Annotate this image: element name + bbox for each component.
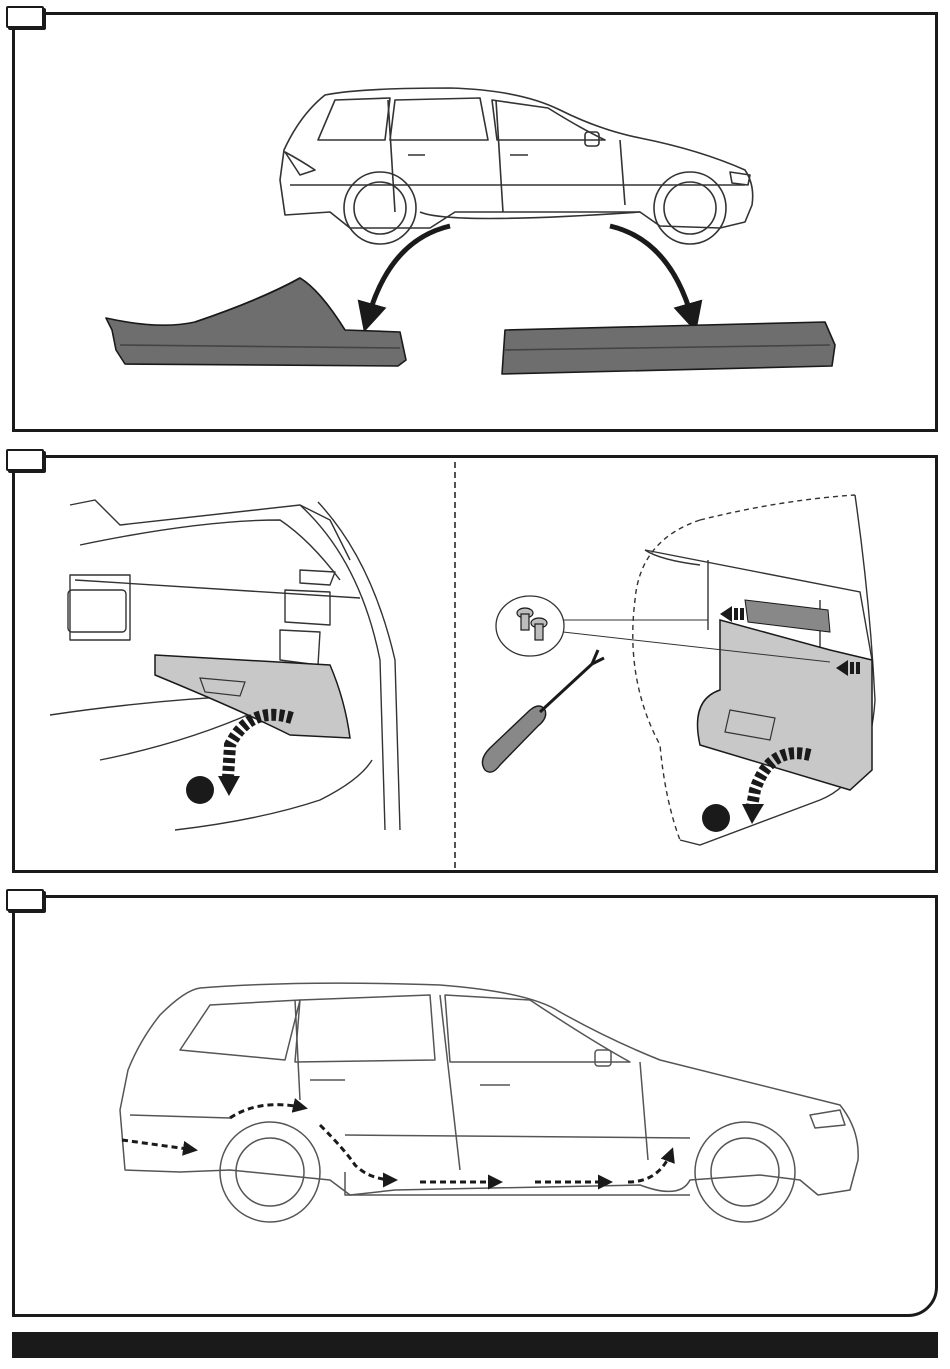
panel-step-3 [12, 895, 938, 1317]
front-sill-trim [502, 322, 835, 374]
step-2-tab [6, 449, 44, 471]
arrow-icon [610, 226, 692, 318]
step-3-tab [6, 889, 44, 911]
rear-sill-trim [106, 278, 406, 366]
car-side-view-top [280, 88, 753, 244]
panel-step-2 [12, 455, 938, 873]
footer-bar [12, 1332, 938, 1358]
arrow-icon [368, 226, 450, 318]
